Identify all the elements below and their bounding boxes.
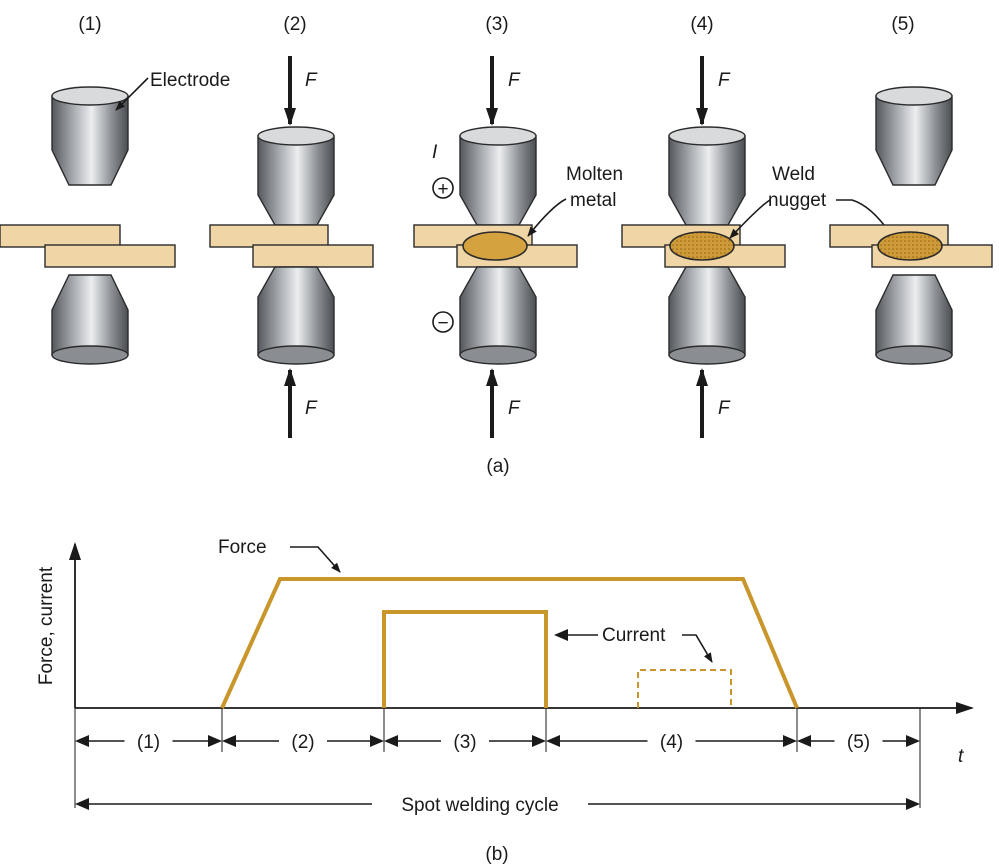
force-label: Force xyxy=(218,537,267,558)
upper-electrode xyxy=(875,95,953,186)
lower-sheet xyxy=(252,244,374,268)
molten-metal xyxy=(462,231,528,261)
force-symbol-top-4: F xyxy=(718,70,731,91)
upper-sheet xyxy=(209,224,329,248)
stage-2: F F xyxy=(209,56,374,438)
lower-electrode xyxy=(459,266,537,356)
caption-b: (b) xyxy=(485,844,508,865)
stage-label-2: (2) xyxy=(283,14,306,35)
force-symbol-bottom-4: F xyxy=(718,398,731,419)
lower-sheet xyxy=(44,244,176,268)
current-leader-right xyxy=(682,634,713,663)
force-leader xyxy=(290,546,341,573)
interval-label-5: (5) xyxy=(847,732,870,753)
lower-electrode xyxy=(668,266,746,356)
interval-label-1: (1) xyxy=(137,732,160,753)
y-axis-label: Force, current xyxy=(36,566,57,685)
minus-symbol: − xyxy=(437,313,448,334)
molten-label-line1: Molten xyxy=(566,164,623,185)
weld-label-line1: Weld xyxy=(772,164,815,185)
force-symbol-top-3: F xyxy=(508,70,521,91)
stage-label-4: (4) xyxy=(690,14,713,35)
stage-1: Electrode xyxy=(0,70,230,365)
interval-label-2: (2) xyxy=(291,732,314,753)
stage-label-3: (3) xyxy=(485,14,508,35)
x-axis-label: t xyxy=(958,746,964,767)
caption-a: (a) xyxy=(486,456,509,477)
force-symbol-top-2: F xyxy=(305,70,318,91)
lower-electrode xyxy=(257,266,335,356)
stage-4: F F xyxy=(621,56,786,438)
current-dashed-curve xyxy=(637,669,732,708)
molten-label-line2: metal xyxy=(570,190,616,211)
stage-label-5: (5) xyxy=(891,14,914,35)
timing-diagram: Force, current t Force Current (1) (2) (3)… xyxy=(36,537,974,816)
interval-label-3: (3) xyxy=(453,732,476,753)
stage-5 xyxy=(829,86,993,365)
upper-electrode xyxy=(459,135,537,226)
current-symbol: I xyxy=(432,142,438,163)
force-curve xyxy=(220,577,799,709)
stage-label-1: (1) xyxy=(78,14,101,35)
plus-terminal-icon xyxy=(432,177,454,199)
weld-nugget xyxy=(877,231,943,261)
electrode-label: Electrode xyxy=(150,70,230,91)
cycle-dimension: Spot welding cycle xyxy=(75,795,920,816)
upper-sheet xyxy=(0,224,121,248)
upper-electrode xyxy=(668,135,746,226)
weld-label-line2: nugget xyxy=(768,190,827,211)
stage-3: F I + − F Molten metal xyxy=(413,56,623,438)
interval-label-4: (4) xyxy=(660,732,683,753)
cycle-label: Spot welding cycle xyxy=(401,795,558,816)
interval-dimensions: (1) (2) (3) (4) (5) xyxy=(75,732,920,753)
current-curve xyxy=(382,610,548,708)
force-symbol-bottom-3: F xyxy=(508,398,521,419)
lower-electrode xyxy=(875,274,953,356)
plus-symbol: + xyxy=(437,179,448,200)
upper-electrode xyxy=(257,135,335,226)
lower-electrode xyxy=(51,274,129,356)
current-label: Current xyxy=(602,625,666,646)
force-symbol-bottom-2: F xyxy=(305,398,318,419)
minus-terminal-icon xyxy=(432,311,454,333)
weld-nugget xyxy=(669,231,735,261)
weld-leader-4 xyxy=(729,199,771,239)
